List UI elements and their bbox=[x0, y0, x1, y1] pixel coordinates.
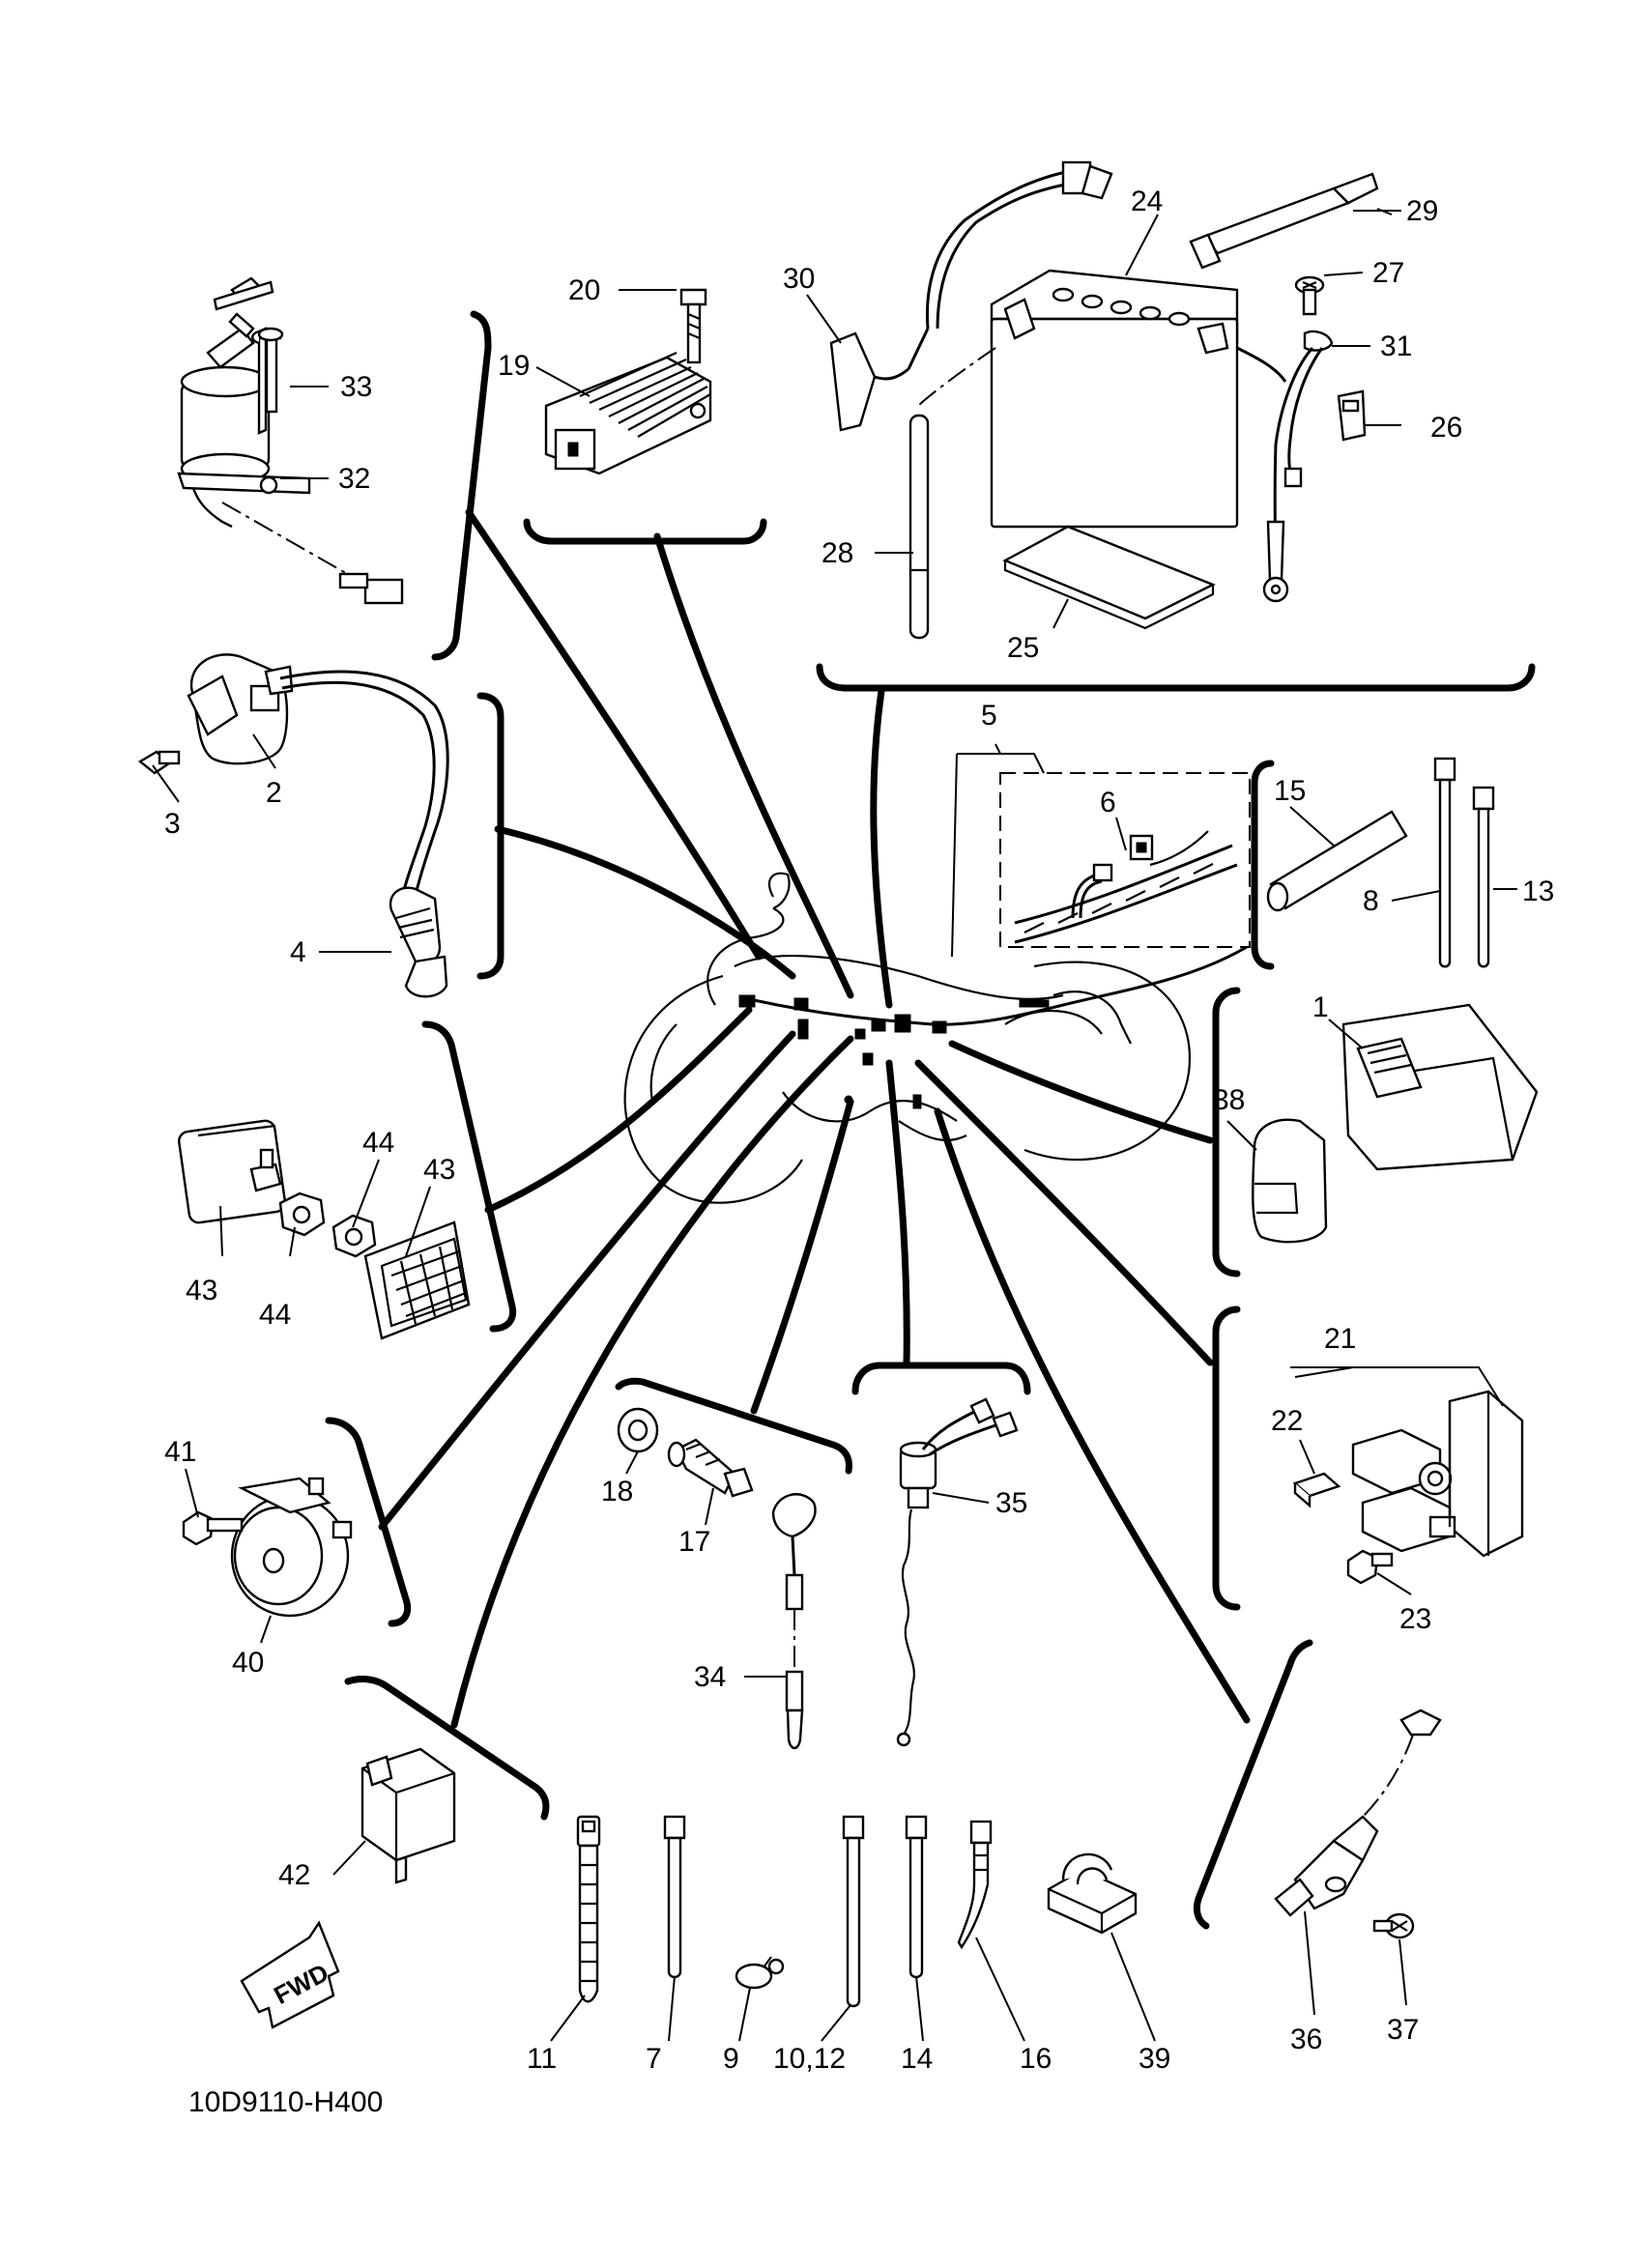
pad-25 bbox=[1002, 525, 1216, 630]
band-13 bbox=[1472, 786, 1495, 968]
washer-18 bbox=[617, 1407, 659, 1453]
clamp-39 bbox=[1047, 1852, 1138, 1935]
horn-40 bbox=[230, 1477, 353, 1618]
callout-2: 2 bbox=[266, 777, 282, 809]
callout-28: 28 bbox=[822, 537, 853, 569]
callout-32: 32 bbox=[338, 463, 370, 495]
callout-25: 25 bbox=[1007, 632, 1039, 664]
callout-13: 13 bbox=[1522, 876, 1554, 907]
callout-39: 39 bbox=[1139, 2043, 1170, 2075]
callout-33: 33 bbox=[340, 371, 372, 403]
callout-24: 24 bbox=[1131, 186, 1163, 217]
lead-34 bbox=[771, 1493, 817, 1750]
wire-harness-5 bbox=[951, 743, 1251, 958]
callout-40: 40 bbox=[232, 1647, 264, 1679]
band-10-12 bbox=[842, 1815, 865, 2008]
frame-outline bbox=[623, 872, 1192, 1204]
callout-42: 42 bbox=[278, 1859, 310, 1891]
callout-44-left: 44 bbox=[259, 1299, 291, 1331]
harness-connectors bbox=[738, 945, 1248, 1109]
strap-29 bbox=[1189, 172, 1379, 270]
group-leader-lines bbox=[378, 508, 1251, 1729]
callout-30: 30 bbox=[783, 263, 815, 295]
screw-27 bbox=[1294, 275, 1325, 316]
battery-24 bbox=[917, 269, 1287, 529]
callout-29: 29 bbox=[1406, 195, 1438, 227]
reflector-43-right bbox=[363, 1220, 471, 1340]
neutral-switch-17 bbox=[667, 1438, 754, 1498]
callout-leaders bbox=[152, 208, 1517, 2042]
callout-43-left: 43 bbox=[186, 1275, 217, 1306]
bolt-23 bbox=[1346, 1549, 1394, 1585]
band-7 bbox=[663, 1815, 686, 1979]
callout-27: 27 bbox=[1372, 257, 1404, 289]
bolt-41 bbox=[182, 1510, 244, 1546]
callout-36: 36 bbox=[1290, 2024, 1322, 2055]
band-11 bbox=[576, 1815, 601, 2003]
bolt-20 bbox=[679, 288, 707, 364]
vent-hose-28 bbox=[908, 414, 930, 640]
spark-plug-cap-4 bbox=[389, 886, 448, 998]
callout-35: 35 bbox=[995, 1487, 1027, 1519]
callout-6: 6 bbox=[1100, 787, 1116, 818]
nut-44-left bbox=[278, 1191, 326, 1237]
callout-4: 4 bbox=[290, 936, 306, 968]
callout-11: 11 bbox=[527, 2043, 557, 2075]
band-14 bbox=[905, 1815, 928, 1979]
callout-7: 7 bbox=[646, 2043, 662, 2075]
fwd-arrow-icon bbox=[240, 1920, 340, 2029]
callout-labels: 1 2 3 4 5 6 7 8 9 10,12 11 13 14 15 16 1… bbox=[164, 186, 1554, 2075]
callout-10-12: 10,12 bbox=[773, 2043, 846, 2075]
callout-19: 19 bbox=[498, 350, 530, 382]
band-8 bbox=[1433, 757, 1456, 968]
starter-relay-21 bbox=[1351, 1390, 1524, 1558]
callout-5: 5 bbox=[981, 700, 997, 732]
callout-38: 38 bbox=[1213, 1084, 1245, 1116]
stop-switch-35 bbox=[896, 1397, 1019, 1747]
callout-16: 16 bbox=[1020, 2043, 1052, 2075]
callout-20: 20 bbox=[568, 274, 600, 306]
rectifier-regulator bbox=[544, 351, 712, 475]
cdi-unit-1 bbox=[1341, 1003, 1539, 1171]
cap-38 bbox=[1252, 1118, 1328, 1244]
callout-9: 9 bbox=[723, 2043, 739, 2075]
fuse-22 bbox=[1292, 1472, 1341, 1508]
ignition-coil-2 bbox=[187, 653, 449, 919]
callout-44-right: 44 bbox=[362, 1127, 394, 1159]
screw-33 bbox=[257, 327, 284, 414]
reflector-43-left bbox=[178, 1119, 287, 1224]
callout-23: 23 bbox=[1399, 1603, 1431, 1635]
flasher-relay-42 bbox=[360, 1747, 456, 1884]
callout-41: 41 bbox=[164, 1436, 196, 1468]
callout-18: 18 bbox=[601, 1476, 633, 1507]
callout-37: 37 bbox=[1387, 2014, 1419, 2046]
bracket-26 bbox=[1337, 389, 1367, 442]
group-brackets bbox=[325, 310, 1536, 1930]
callout-34: 34 bbox=[694, 1661, 726, 1693]
band-16 bbox=[957, 1820, 993, 1950]
callout-8: 8 bbox=[1363, 885, 1379, 917]
lead-wire-31 bbox=[1262, 330, 1334, 603]
screw-37 bbox=[1372, 1912, 1415, 1939]
diagram-code: 10D9110-H400 bbox=[188, 2086, 383, 2118]
callout-31: 31 bbox=[1380, 330, 1412, 362]
callout-21: 21 bbox=[1324, 1323, 1356, 1355]
callout-14: 14 bbox=[901, 2043, 933, 2075]
callout-22: 22 bbox=[1271, 1405, 1303, 1437]
callout-43-right: 43 bbox=[423, 1154, 455, 1186]
screw-3 bbox=[137, 750, 181, 775]
ignition-switch bbox=[177, 276, 404, 605]
nut-44-right bbox=[331, 1214, 377, 1258]
switch-36 bbox=[1274, 1708, 1442, 1917]
battery-cable-30 bbox=[829, 160, 1113, 432]
callout-1: 1 bbox=[1312, 991, 1329, 1023]
protector-15 bbox=[1266, 810, 1408, 912]
callout-3: 3 bbox=[164, 808, 181, 840]
callout-26: 26 bbox=[1430, 412, 1462, 444]
callout-15: 15 bbox=[1274, 775, 1306, 807]
callout-17: 17 bbox=[678, 1526, 710, 1558]
clip-9 bbox=[735, 1956, 785, 1990]
